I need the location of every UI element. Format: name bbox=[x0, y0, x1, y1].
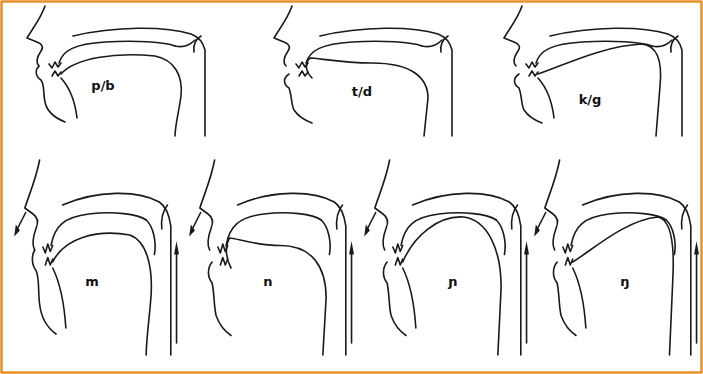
bilabial-nasal-figure bbox=[14, 160, 179, 355]
palatal-nasal-figure bbox=[364, 160, 529, 355]
bilabial-stop-figure bbox=[27, 6, 205, 136]
phoneme-label: ŋ bbox=[618, 275, 631, 289]
phoneme-label: ɲ bbox=[446, 275, 459, 289]
phoneme-label: n bbox=[261, 275, 274, 289]
velar-nasal-figure bbox=[534, 160, 699, 355]
velar-stop-figure bbox=[504, 6, 682, 136]
phoneme-label: t/d bbox=[350, 85, 374, 99]
phoneme-label: k/g bbox=[577, 93, 604, 107]
alveolar-stop-figure bbox=[274, 6, 452, 136]
phoneme-label: p/b bbox=[89, 79, 116, 93]
alveolar-nasal-figure bbox=[189, 160, 354, 355]
phoneme-label: m bbox=[83, 275, 101, 289]
